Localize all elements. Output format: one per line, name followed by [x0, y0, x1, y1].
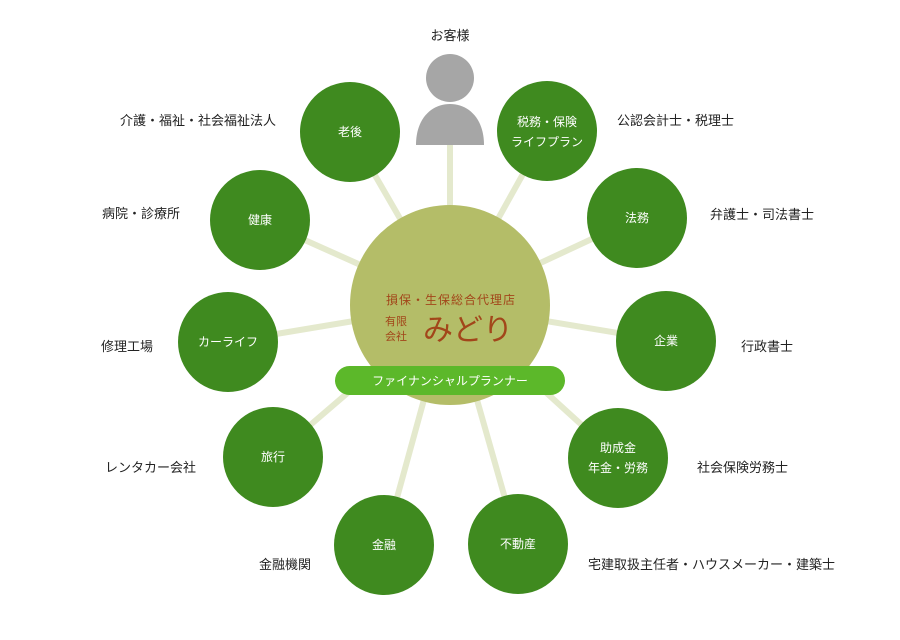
node-label: 不動産 — [500, 536, 536, 551]
hub-company-kind-top: 有限 — [385, 314, 407, 328]
partner-label-travel: レンタカー会社 — [105, 460, 196, 476]
partner-label-legal: 弁護士・司法書士 — [710, 207, 814, 223]
person-icon — [416, 54, 484, 145]
partner-label-finance: 金融機関 — [259, 557, 311, 573]
partner-label-subsidy: 社会保険労務士 — [697, 460, 788, 476]
node-tax: 税務・保険 ライフプラン — [497, 81, 597, 181]
node-label: 健康 — [248, 212, 272, 227]
node-label: 旅行 — [261, 450, 285, 464]
node-legal: 法務 — [587, 168, 687, 268]
hub-company-kind-bottom: 会社 — [385, 329, 407, 343]
node-label: カーライフ — [198, 335, 258, 349]
node-label-line2: ライフプラン — [511, 135, 583, 149]
node-label: 法務 — [625, 211, 649, 225]
partner-label-realestate: 宅建取扱主任者・ハウスメーカー・建築士 — [588, 558, 835, 573]
node-realestate: 不動産 — [468, 494, 568, 594]
partner-label-elderly: 介護・福祉・社会福祉法人 — [120, 113, 276, 129]
partner-label-business: 行政書士 — [741, 340, 793, 355]
fp-banner-bg — [335, 366, 565, 395]
node-finance: 金融 — [334, 495, 434, 595]
customer-label: お客様 — [430, 28, 469, 44]
partner-label-carlife: 修理工場 — [101, 340, 153, 355]
customer: お客様 — [416, 28, 484, 145]
node-label-line1: 助成金 — [600, 440, 636, 455]
partner-labels: 介護・福祉・社会福祉法人 病院・診療所 修理工場 レンタカー会社 金融機関 宅建… — [101, 113, 835, 573]
partner-label-health: 病院・診療所 — [102, 206, 180, 222]
node-label: 老後 — [338, 125, 362, 139]
fp-banner: ファイナンシャルプランナー — [335, 366, 565, 395]
node-elderly: 老後 — [300, 82, 400, 182]
hub-name: みどり — [423, 313, 513, 348]
node-label: 企業 — [654, 333, 678, 348]
node-business: 企業 — [616, 291, 716, 391]
hub: 損保・生保総合代理店 有限 会社 みどり ファイナンシャルプランナー — [335, 205, 565, 405]
node-label: 金融 — [372, 537, 396, 552]
node-subsidy: 助成金 年金・労務 — [568, 408, 668, 508]
partner-label-tax: 公認会計士・税理士 — [617, 113, 734, 129]
hub-circle — [350, 205, 550, 405]
node-label-line2: 年金・労務 — [588, 460, 648, 475]
node-label-line1: 税務・保険 — [517, 115, 577, 129]
node-health: 健康 — [210, 170, 310, 270]
fp-banner-label: ファイナンシャルプランナー — [372, 374, 528, 388]
node-carlife: カーライフ — [178, 292, 278, 392]
node-travel: 旅行 — [223, 407, 323, 507]
hub-subtitle: 損保・生保総合代理店 — [386, 292, 516, 307]
